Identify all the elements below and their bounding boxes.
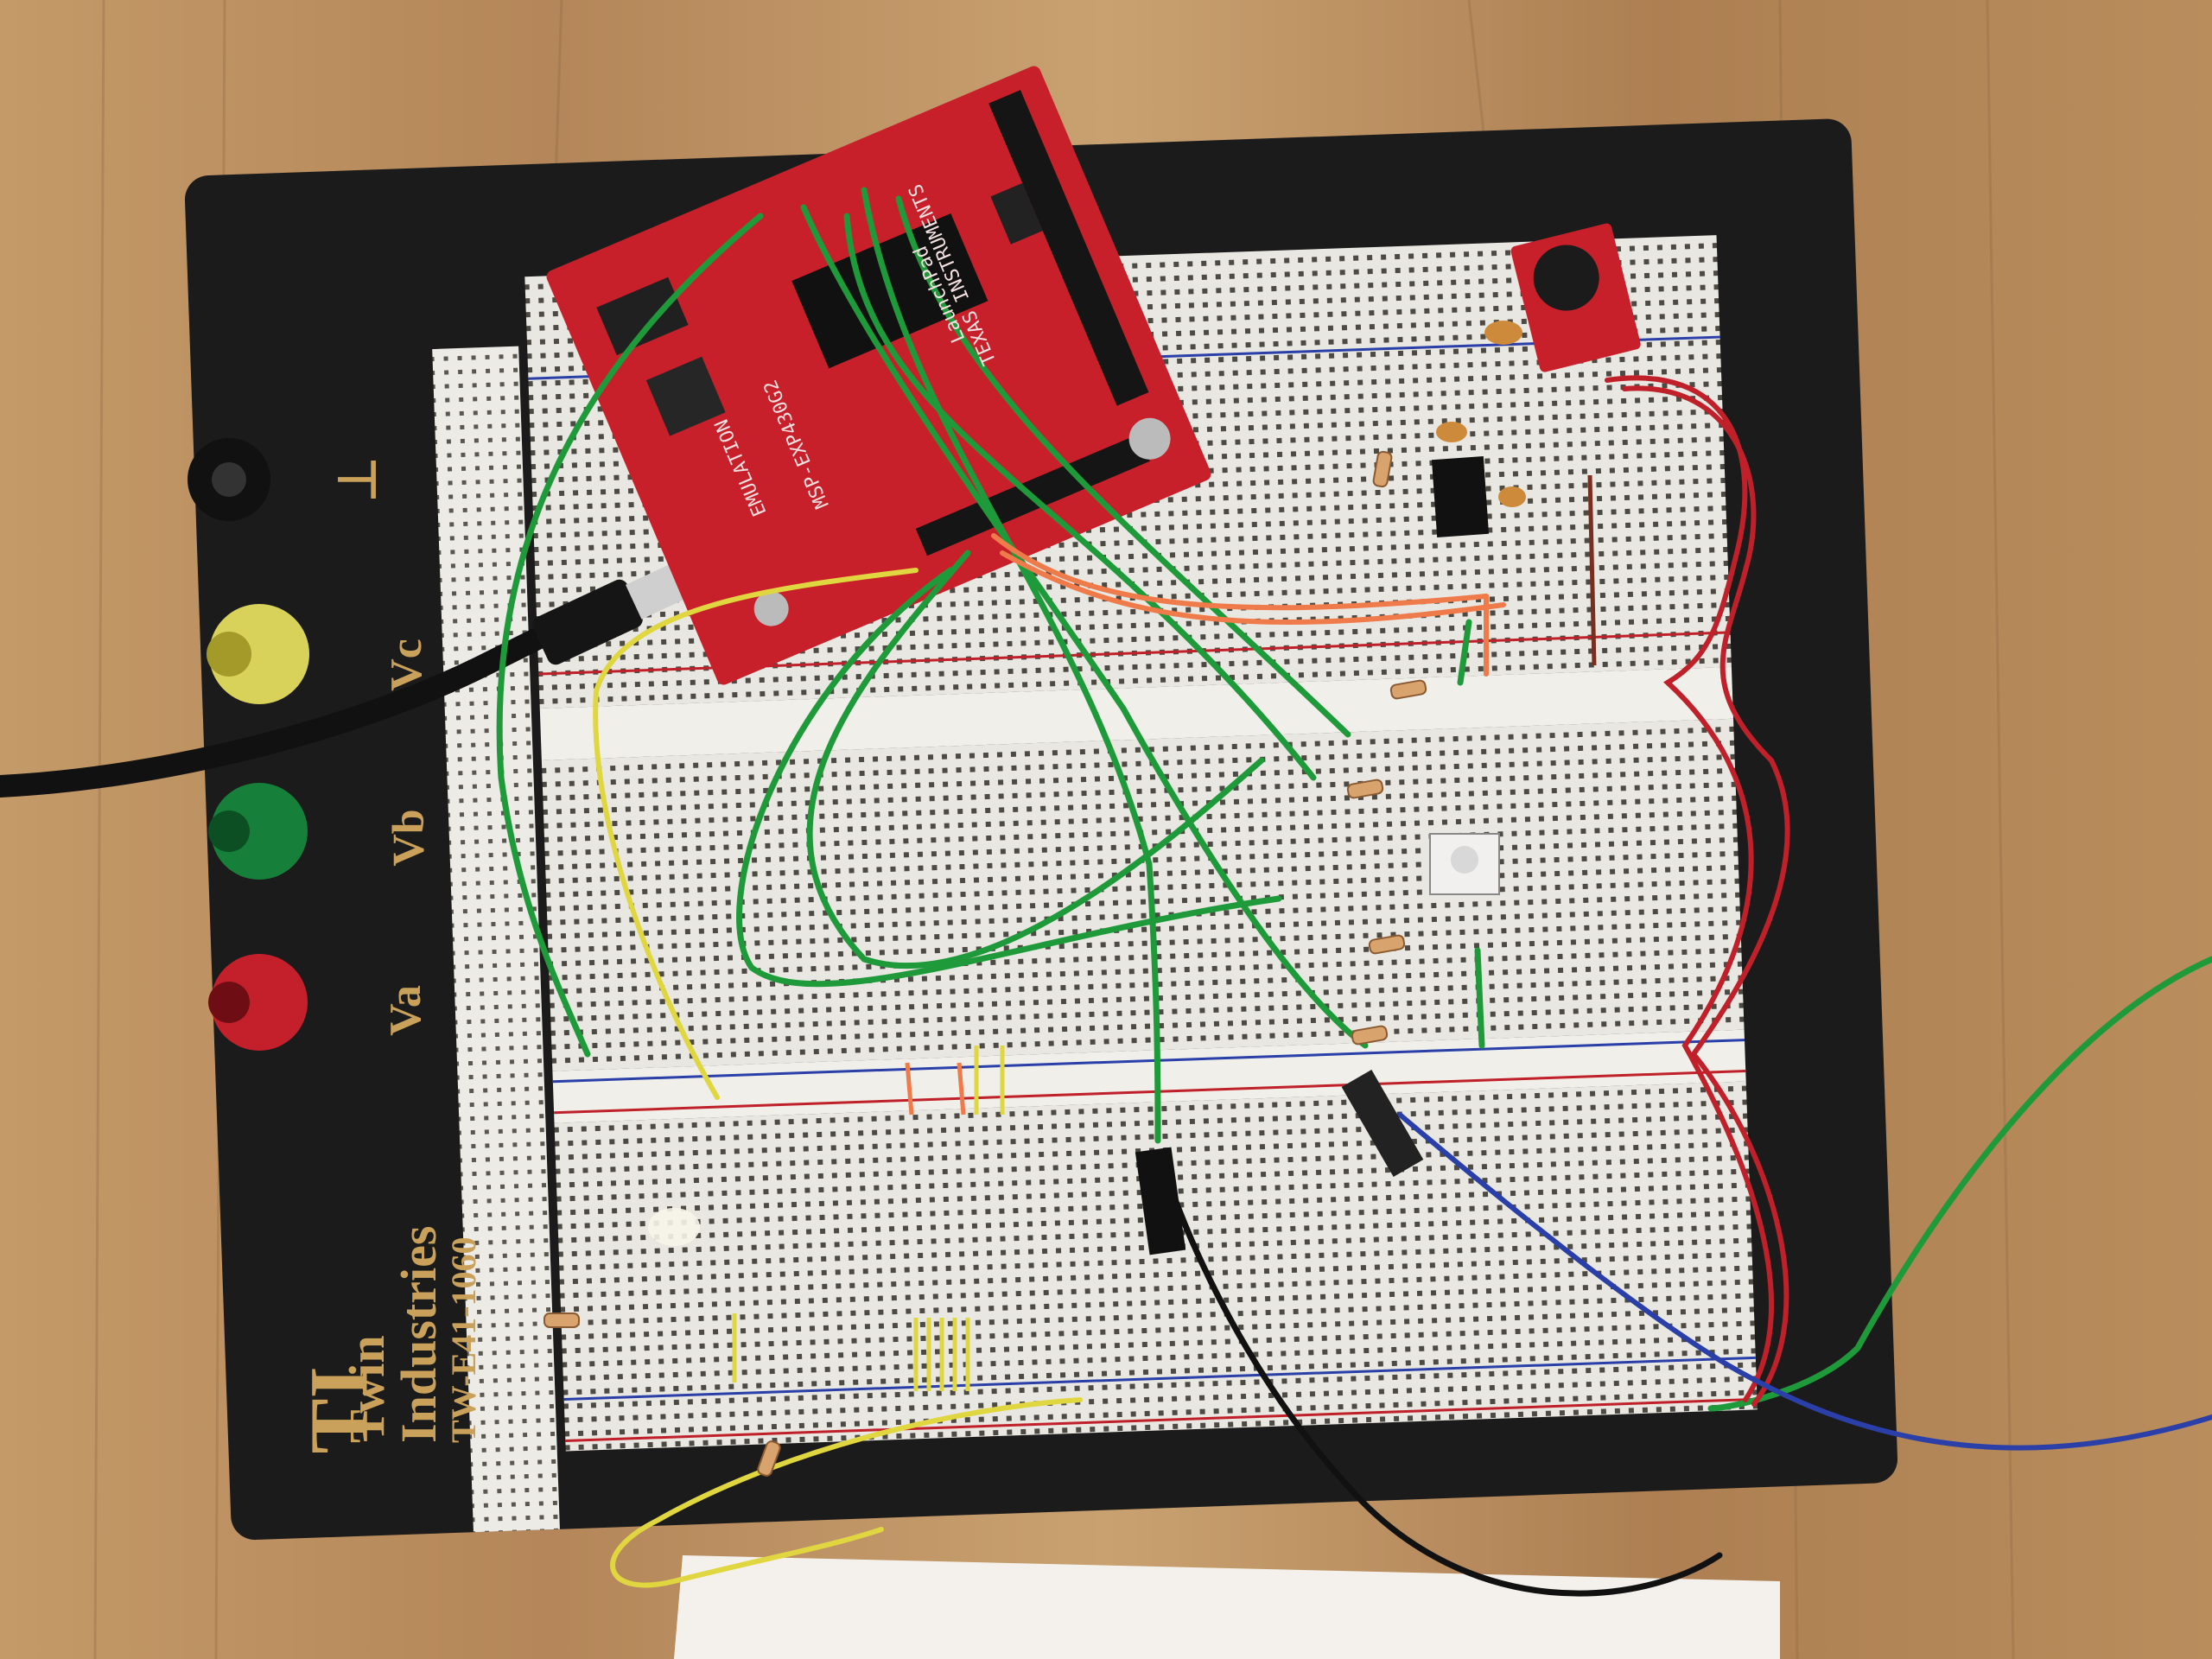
red-wires	[1605, 375, 1790, 1407]
brand-model: TW-E41-1060	[444, 1236, 483, 1443]
vc-label: Vc	[381, 639, 431, 691]
ic-chip	[1431, 456, 1490, 537]
orange-wires	[991, 533, 1506, 677]
jumper-black	[1135, 1147, 1186, 1255]
usb-cable	[0, 611, 582, 798]
capacitors	[1436, 321, 1526, 507]
mic-breakout	[1510, 223, 1641, 372]
yellow-wires	[593, 568, 1083, 1588]
short-jumpers	[732, 474, 1597, 1391]
binding-posts	[188, 438, 309, 1051]
jumper-dark	[1341, 1070, 1424, 1177]
breadboard-bottom-half	[554, 1081, 1758, 1452]
vb-label: Vb	[384, 809, 434, 867]
brand-text: Twin Industries TW-E41-1060	[339, 1225, 483, 1443]
black-lead	[1163, 1172, 1723, 1597]
va-label: Va	[380, 985, 430, 1036]
ground-label: ⊥	[329, 456, 387, 503]
brand-name-line2: Industries	[391, 1225, 447, 1443]
green-wires	[496, 187, 2212, 1412]
resistors	[543, 450, 1427, 1477]
blue-lead	[1397, 1112, 2212, 1451]
led	[648, 1208, 700, 1246]
brand-name-line1: Twin	[339, 1335, 395, 1443]
breadboard-middle-half	[541, 718, 1745, 1071]
